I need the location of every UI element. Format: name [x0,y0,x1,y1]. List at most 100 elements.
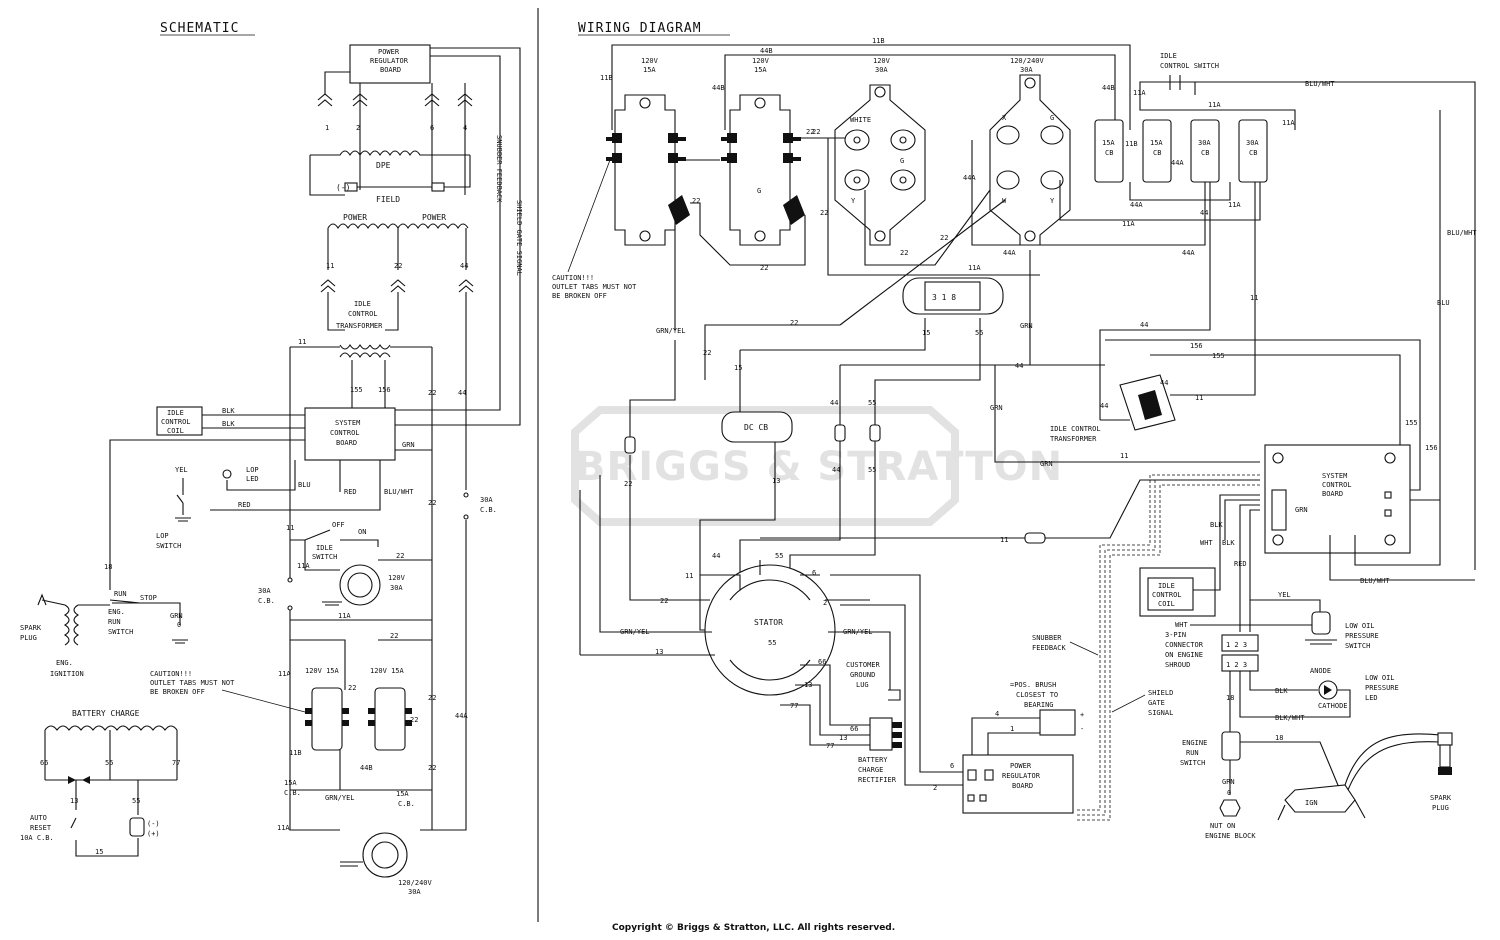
sch-wire-11c: 11 [286,524,294,532]
wd-ers-3: SWITCH [1180,759,1205,767]
wd-55-stator: 55 [775,552,783,560]
wd-grn-0: 0 [1227,789,1231,797]
sch-22-o15: 22 [348,684,356,692]
wd-conn-4: SHROUD [1165,661,1190,669]
wd-stator-label: STATOR [754,618,783,627]
wd-cb2-t2: CB [1153,149,1161,157]
sch-field-minus: (-) [336,183,350,192]
wd-44a-b: 44A [1003,249,1016,257]
watermark: BRIGGS & STRATTON [571,406,1063,526]
wd-outlet3-a: 30A [875,66,888,74]
wd-brush-minus: - [1080,725,1084,733]
sch-o30-2: 30A [390,584,403,592]
wd-ict-2: TRANSFORMER [1050,435,1097,443]
sch-stop: STOP [140,594,157,602]
wd-11a-top: 11A [1208,101,1221,109]
wd-snubber-2: FEEDBACK [1032,644,1067,652]
sch-grn-0b: 0 [177,621,181,629]
sch-wire-2: 2 [356,124,360,132]
wd-bcr-2: CHARGE [858,766,883,774]
wd-11b-cb: 11B [1125,140,1138,148]
sch-caution-1: CAUTION!!! [150,670,192,678]
sch-field-label: FIELD [376,195,400,204]
sch-22-vbus-3: 22 [428,694,436,702]
wd-cb2-t1: 15A [1150,139,1163,147]
wd-11-ict: 11 [1250,294,1258,302]
sch-scb-2: CONTROL [330,429,360,437]
wd-44a-o4: 44A [963,174,976,182]
wd-cgl-3: LUG [856,681,869,689]
wd-connector-22 [624,436,636,454]
watermark-text: BRIGGS & STRATTON [575,444,1063,490]
wd-outlet1-v: 120V [641,57,659,65]
wd-3pin-connector-top [1221,634,1259,652]
wd-o4-x: X [1002,114,1007,122]
wd-ict-1: IDLE CONTROL [1050,425,1101,433]
sch-wire-13: 13 [70,797,78,805]
wd-cb-15a-1 [1094,119,1124,183]
sch-wire-15: 15 [95,848,103,856]
sch-autoreset-1: AUTO [30,814,47,822]
wd-spark-1: SPARK [1430,794,1452,802]
wd-connector-11 [1024,532,1046,544]
wd-stator: STATOR 55 [704,564,836,696]
sch-spark-2: PLUG [20,634,37,642]
schematic-title: SCHEMATIC [160,21,239,36]
wd-scb-1: SYSTEM [1322,472,1347,480]
wd-blu-right: BLU [1437,299,1450,307]
sch-o15-right: 120V 15A [370,667,405,675]
wd-prb-3: BOARD [1012,782,1033,790]
sch-22-h: 22 [390,632,398,640]
sch-lop-sw-1: LOP [156,532,169,540]
wd-stator-55: 55 [768,639,776,647]
sch-o15-left: 120V 15A [305,667,340,675]
sch-15a-cb-r1: 15A [396,790,409,798]
sch-wire-11a: 11A [297,562,310,570]
sch-11b: 11B [289,749,302,757]
sch-o240-1: 120/240V [398,879,433,887]
sch-batt-plus: (+) [147,830,160,838]
sch-wire-1: 1 [325,124,329,132]
wd-o4-g: G [1050,114,1054,122]
sch-run: RUN [114,590,127,598]
wd-11b-left: 11B [600,74,613,82]
wd-cb1-t1: 15A [1102,139,1115,147]
sch-power-regulator-board [349,44,431,84]
sch-prb-label-2: REGULATOR [370,57,409,65]
wd-ics-1: IDLE [1160,52,1177,60]
sch-ers-3: SWITCH [108,628,133,636]
sch-battery-charge: BATTERY CHARGE [72,709,140,718]
wd-44-ict-l: 44 [1100,402,1108,410]
wd-cgl-2: GROUND [850,671,875,679]
wd-11a-ics: 11A [1133,89,1146,97]
wd-cb4-t2: CB [1249,149,1257,157]
sch-idle-control-coil [156,406,203,436]
sch-autoreset-3: 10A C.B. [20,834,54,842]
wd-22-conn: 22 [624,480,632,488]
wd-22-o1: 22 [692,197,700,205]
wd-22-down: 22 [703,349,711,357]
wd-blk-led: BLK [1275,687,1288,695]
sch-lop-led-1: LOP [246,466,259,474]
sch-idle-on: ON [358,528,366,536]
wd-module-value: 3 1 8 [932,293,956,302]
wd-grnyel-stator: GRN/YEL [620,628,650,636]
wd-o3-white: WHITE [850,116,871,124]
wd-2-prb: 2 [933,784,937,792]
wd-ground-nut [1219,799,1241,817]
wd-44a-cb: 44A [1171,159,1184,167]
sch-30a-cb-right-2: C.B. [480,506,497,514]
wd-cb-15a-2 [1142,119,1172,183]
wd-cb-30a-2 [1238,119,1268,183]
wd-dc-cb-label: DC CB [744,423,768,432]
wd-power-regulator-board [962,754,1074,814]
wd-lops-2: PRESSURE [1345,632,1379,640]
wd-44-ict: 44 [1140,321,1148,329]
wd-scb-2: CONTROL [1322,481,1352,489]
sch-spark-1: SPARK [20,624,42,632]
wd-grn-module: GRN [1020,322,1033,330]
wd-connector-44 [834,424,846,442]
wd-44-c1: 44 [830,399,838,407]
sch-44b: 44B [360,764,373,772]
